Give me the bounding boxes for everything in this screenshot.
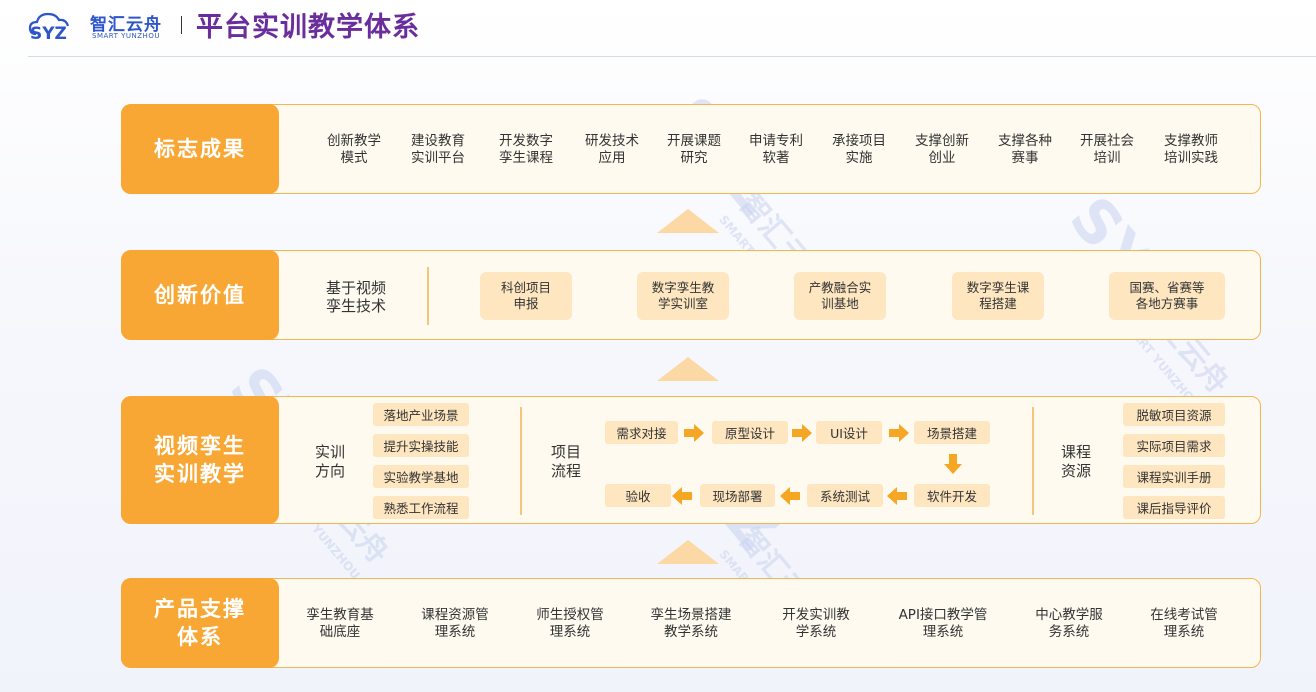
- product-system-item: 课程资源管 理系统: [421, 607, 489, 640]
- up-arrow-icon: [657, 540, 719, 564]
- product-system-item: 孪生教育基 础底座: [306, 607, 374, 640]
- left-arrow-icon: [887, 487, 907, 505]
- resource-tag: 实际项目需求: [1123, 434, 1225, 457]
- achievement-item: 支撑创新 创业: [915, 133, 969, 166]
- cloud-logo-icon: SYZ: [28, 12, 70, 42]
- header-divider: [181, 16, 182, 34]
- process-step: 软件开发: [914, 484, 990, 507]
- innovation-intro: 基于视频 孪生技术: [325, 279, 386, 315]
- svg-text:SYZ: SYZ: [30, 24, 67, 42]
- achievement-item: 开展社会 培训: [1080, 133, 1134, 166]
- up-arrow-icon: [657, 357, 719, 381]
- achievement-item: 支撑各种 赛事: [998, 133, 1052, 166]
- process-step: 系统测试: [807, 484, 883, 507]
- row-label-achievements: 标志成果: [121, 104, 279, 194]
- achievement-item: 承接项目 实施: [832, 133, 886, 166]
- section-divider: [427, 267, 429, 325]
- achievement-item: 创新教学 模式: [327, 133, 381, 166]
- product-system-item: 孪生场景搭建 教学系统: [650, 607, 732, 640]
- resource-tag: 课程实训手册: [1123, 465, 1225, 488]
- product-system-item: 开发实训教 学系统: [782, 607, 850, 640]
- direction-tag: 落地产业场景: [373, 403, 469, 426]
- achievement-item: 开展课题 研究: [667, 133, 721, 166]
- down-arrow-icon: [944, 454, 962, 474]
- course-resources-title: 课程 资源: [1060, 443, 1091, 480]
- achievement-item: 建设教育 实训平台: [411, 133, 465, 166]
- achievement-item: 研发技术 应用: [585, 133, 639, 166]
- section-divider: [1032, 407, 1034, 515]
- product-system-item: 师生授权管 理系统: [536, 607, 604, 640]
- left-arrow-icon: [780, 487, 800, 505]
- achievement-item: 支撑教师 培训实践: [1164, 133, 1218, 166]
- row-product-support: 产品支撑 体系 孪生教育基 础底座 课程资源管 理系统 师生授权管 理系统 孪生…: [121, 578, 1261, 668]
- process-step: 场景搭建: [914, 421, 990, 444]
- section-divider: [520, 407, 522, 515]
- project-process-title: 项目 流程: [550, 443, 581, 480]
- direction-tag: 提升实操技能: [373, 434, 469, 457]
- row-label-training-teaching: 视频孪生 实训教学: [121, 396, 279, 524]
- row-label-innovation-value: 创新价值: [121, 250, 279, 340]
- logo-english-name: SMART YUNZHOU: [92, 32, 160, 40]
- brand-logo: SYZ 智汇云舟 SMART YUNZHOU: [28, 8, 168, 42]
- value-pill: 国赛、省赛等 各地方赛事: [1109, 272, 1225, 320]
- process-step: 需求对接: [605, 421, 678, 444]
- process-step: 现场部署: [700, 484, 775, 507]
- direction-tag: 实验教学基地: [373, 465, 469, 488]
- product-system-item: 中心教学服 务系统: [1035, 607, 1103, 640]
- row-achievements: 标志成果 创新教学 模式 建设教育 实训平台 开发数字 孪生课程 研发技术 应用…: [121, 104, 1261, 194]
- resource-tag: 脱敏项目资源: [1123, 403, 1225, 426]
- right-arrow-icon: [889, 424, 909, 442]
- product-system-item: API接口教学管 理系统: [898, 607, 988, 640]
- value-pill: 科创项目 申报: [480, 272, 572, 320]
- process-step: UI设计: [816, 421, 882, 444]
- page-header: SYZ 智汇云舟 SMART YUNZHOU 平台实训教学体系: [0, 0, 1316, 57]
- row-innovation-value: 创新价值 基于视频 孪生技术 科创项目 申报 数字孪生教 学实训室 产教融合实 …: [121, 250, 1261, 340]
- row-label-product-support: 产品支撑 体系: [121, 578, 279, 668]
- row-training-teaching: 视频孪生 实训教学 实训 方向 落地产业场景 提升实操技能 实验教学基地 熟悉工…: [121, 396, 1261, 524]
- training-direction-title: 实训 方向: [314, 443, 345, 480]
- left-arrow-icon: [672, 487, 692, 505]
- value-pill: 产教融合实 训基地: [794, 272, 886, 320]
- right-arrow-icon: [684, 424, 704, 442]
- logo-chinese-name: 智汇云舟: [90, 15, 162, 35]
- achievement-item: 开发数字 孪生课程: [499, 133, 553, 166]
- achievement-item: 申请专利 软著: [749, 133, 803, 166]
- product-system-item: 在线考试管 理系统: [1150, 607, 1218, 640]
- right-arrow-icon: [792, 424, 812, 442]
- process-step: 原型设计: [712, 421, 788, 444]
- value-pill: 数字孪生课 程搭建: [952, 272, 1044, 320]
- value-pill: 数字孪生教 学实训室: [637, 272, 729, 320]
- process-step: 验收: [605, 484, 671, 507]
- up-arrow-icon: [657, 209, 719, 233]
- header-underline: [28, 56, 1316, 57]
- page-title: 平台实训教学体系: [196, 12, 420, 43]
- resource-tag: 课后指导评价: [1123, 496, 1225, 519]
- direction-tag: 熟悉工作流程: [373, 496, 469, 519]
